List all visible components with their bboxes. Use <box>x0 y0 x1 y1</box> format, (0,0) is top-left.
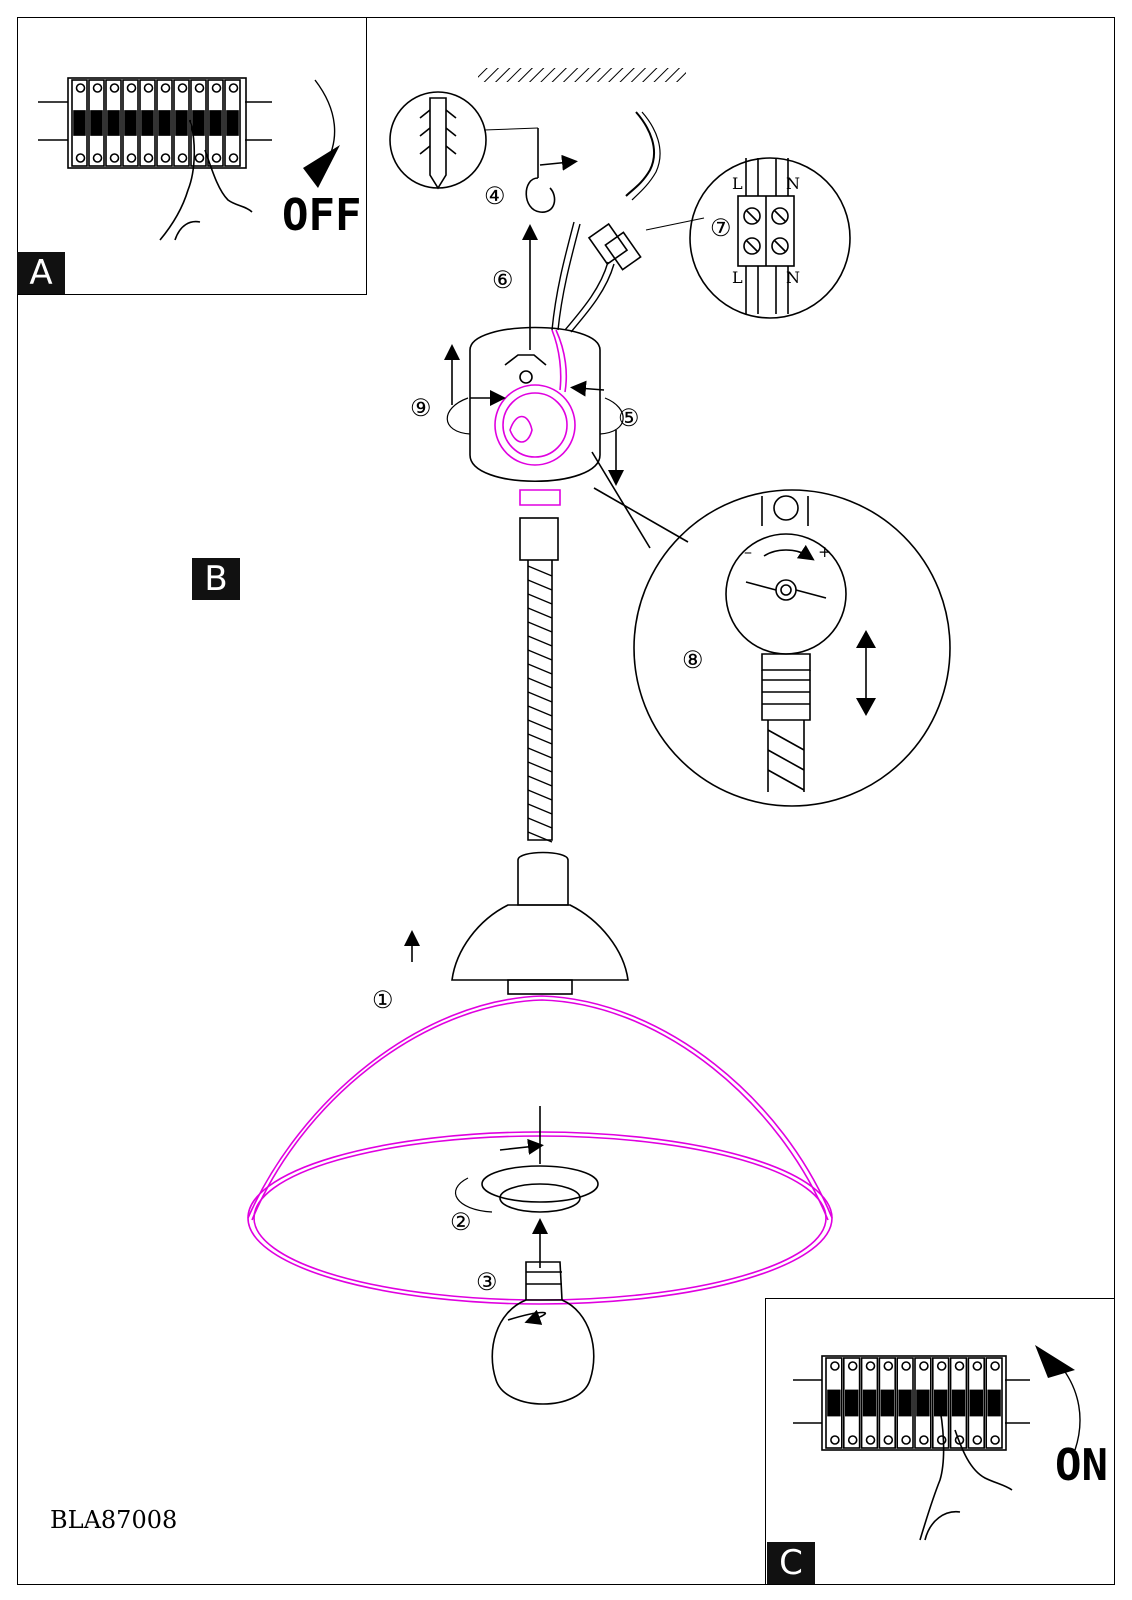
ceiling-hook <box>526 128 570 212</box>
terminal-n-bottom: N <box>786 268 800 287</box>
wall-plug-detail <box>390 92 538 188</box>
adjuster-plus: + <box>818 542 831 561</box>
document-code: BLA87008 <box>50 1506 177 1534</box>
step-3-marker: ③ <box>476 1268 498 1296</box>
off-label: OFF <box>282 190 361 241</box>
lamp-holder <box>412 853 628 995</box>
panel-c-label: C <box>767 1542 815 1584</box>
breaker-on-illustration <box>793 1356 1030 1540</box>
shade-ring <box>456 1106 598 1268</box>
terminal-l-bottom: L <box>732 268 743 287</box>
step-5-marker: ⑤ <box>618 404 640 432</box>
terminal-block <box>565 218 704 332</box>
on-arrowhead <box>1035 1345 1075 1378</box>
step-8-marker: ⑧ <box>682 646 704 674</box>
panel-b-label: B <box>192 558 240 600</box>
adjuster-detail <box>592 452 950 806</box>
step-7-marker: ⑦ <box>710 214 732 242</box>
terminal-n-top: N <box>786 174 800 193</box>
on-rotate-arrow <box>1060 1365 1080 1450</box>
step-4-marker: ④ <box>484 182 506 210</box>
cord-sleeve <box>520 518 558 842</box>
canopy <box>470 328 600 482</box>
terminal-l-top: L <box>732 174 743 193</box>
panel-a-label: A <box>17 252 65 294</box>
off-arrowhead <box>303 145 340 188</box>
step-1-marker: ① <box>372 986 394 1014</box>
light-bulb <box>492 1262 594 1404</box>
breaker-off-illustration <box>38 78 272 240</box>
supply-wire <box>626 112 654 196</box>
ceiling <box>478 68 686 82</box>
step-9-marker: ⑨ <box>410 394 432 422</box>
step-2-marker: ② <box>450 1208 472 1236</box>
step-6-marker: ⑥ <box>492 266 514 294</box>
on-label: ON <box>1055 1440 1108 1491</box>
adjuster-minus: – <box>744 542 752 561</box>
